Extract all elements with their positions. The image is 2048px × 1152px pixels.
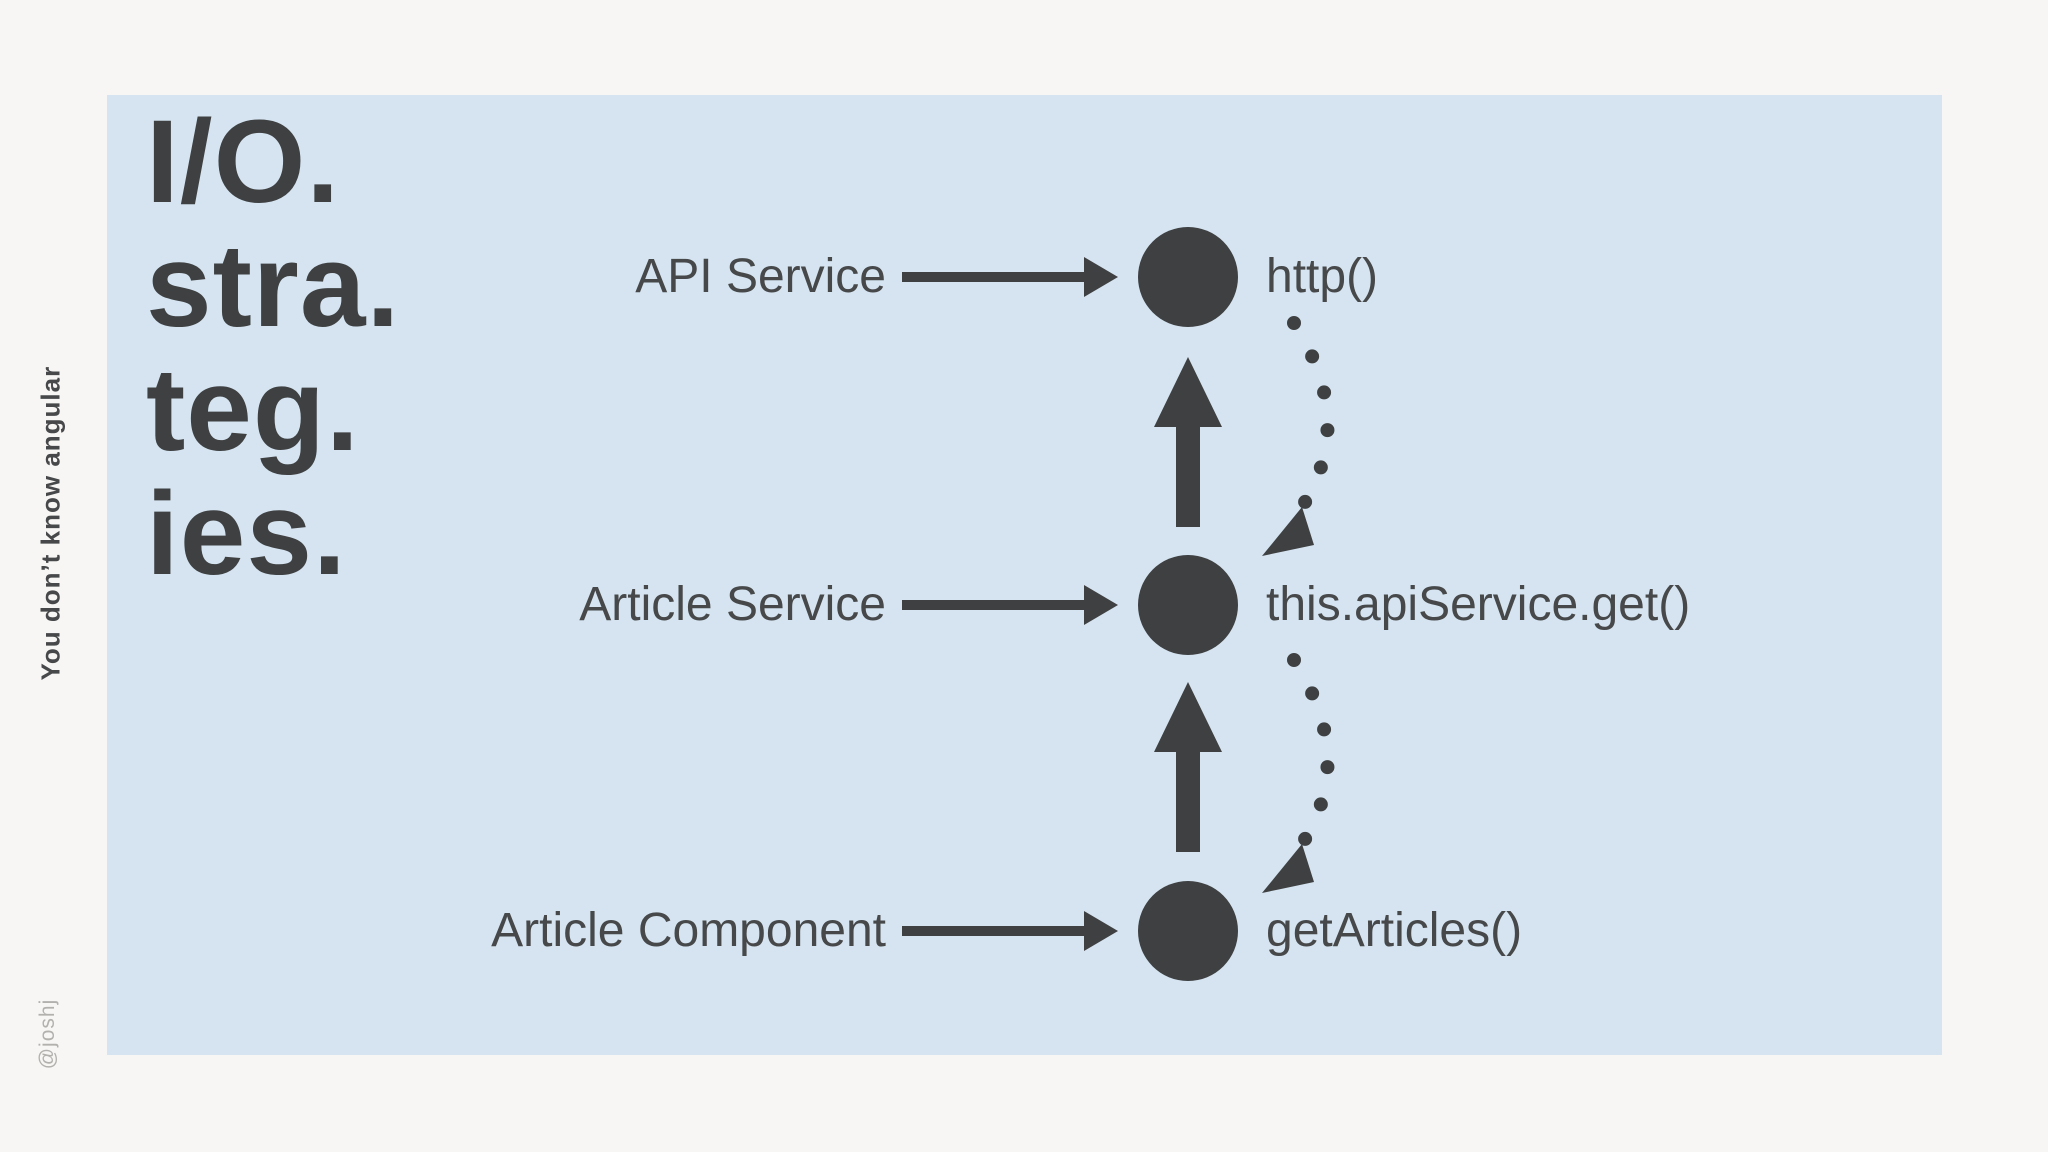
page-title: I/O. stra. teg. ies.	[146, 100, 400, 596]
up-arrow-shaft	[1176, 752, 1200, 852]
up-arrow-head	[1154, 357, 1222, 427]
title-line: teg.	[146, 344, 360, 476]
up-arrow-icon	[1154, 682, 1222, 852]
side-tagline: You don’t know angular	[35, 365, 66, 681]
right-arrow-head-icon	[1084, 911, 1118, 951]
row-label-api-service: API Service	[635, 250, 886, 303]
author-handle: @joshj	[36, 998, 59, 1070]
slide-panel	[107, 95, 1942, 1055]
row-label-article-service: Article Service	[579, 578, 886, 631]
up-arrow-head	[1154, 682, 1222, 752]
right-arrow-icon	[902, 600, 1086, 610]
title-line: I/O.	[146, 96, 341, 228]
code-label-http: http()	[1266, 250, 1379, 303]
right-arrow-icon	[902, 272, 1086, 282]
title-line: ies.	[146, 468, 347, 600]
code-label-getarticles: getArticles()	[1266, 904, 1523, 957]
row-label-article-component: Article Component	[491, 904, 886, 957]
right-arrow-head-icon	[1084, 257, 1118, 297]
dotted-curve-arrow-icon	[1262, 653, 1335, 893]
node-circle-icon	[1138, 227, 1238, 327]
right-arrow-head-icon	[1084, 585, 1118, 625]
dotted-curve-arrow-icon	[1262, 316, 1335, 556]
up-arrow-shaft	[1176, 427, 1200, 527]
node-circle-icon	[1138, 555, 1238, 655]
up-arrow-icon	[1154, 357, 1222, 527]
node-circle-icon	[1138, 881, 1238, 981]
right-arrow-icon	[902, 926, 1086, 936]
code-label-apiservice-get: this.apiService.get()	[1266, 578, 1691, 631]
title-line: stra.	[146, 220, 401, 352]
